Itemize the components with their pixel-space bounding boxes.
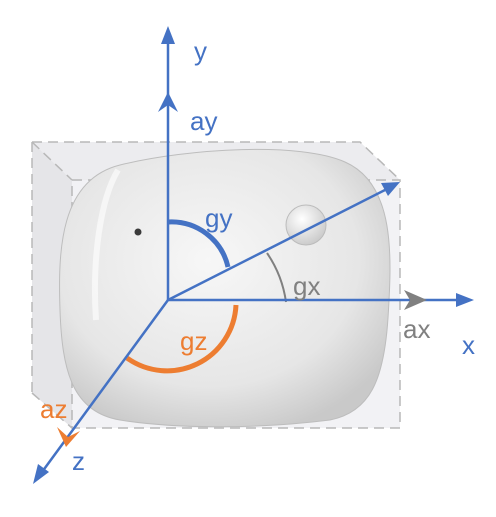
label-ay: ay — [190, 106, 217, 136]
label-gy: gy — [205, 203, 232, 233]
label-gz: gz — [180, 326, 207, 356]
gy-arc — [167, 219, 231, 268]
x-arrowhead — [456, 293, 474, 307]
label-az: az — [40, 394, 67, 424]
ay-chevron — [158, 92, 178, 112]
rotation-arrowhead — [381, 182, 400, 196]
ax-chevron — [404, 290, 427, 310]
device-button — [285, 204, 327, 246]
sensor-device — [59, 148, 391, 428]
box-left-face — [32, 142, 72, 428]
z-arrowhead — [33, 464, 49, 484]
y-axis — [158, 26, 178, 300]
device-dot — [134, 228, 142, 236]
rotation-vector — [167, 182, 400, 302]
label-ax: ax — [403, 314, 430, 344]
label-gx: gx — [293, 271, 320, 301]
az-chevron — [57, 427, 80, 447]
z-axis — [33, 299, 170, 484]
label-x: x — [462, 330, 475, 360]
label-y: y — [194, 36, 207, 66]
gz-arc — [125, 304, 239, 374]
label-z: z — [72, 446, 85, 476]
y-arrowhead — [161, 26, 175, 44]
x-axis — [168, 290, 474, 310]
